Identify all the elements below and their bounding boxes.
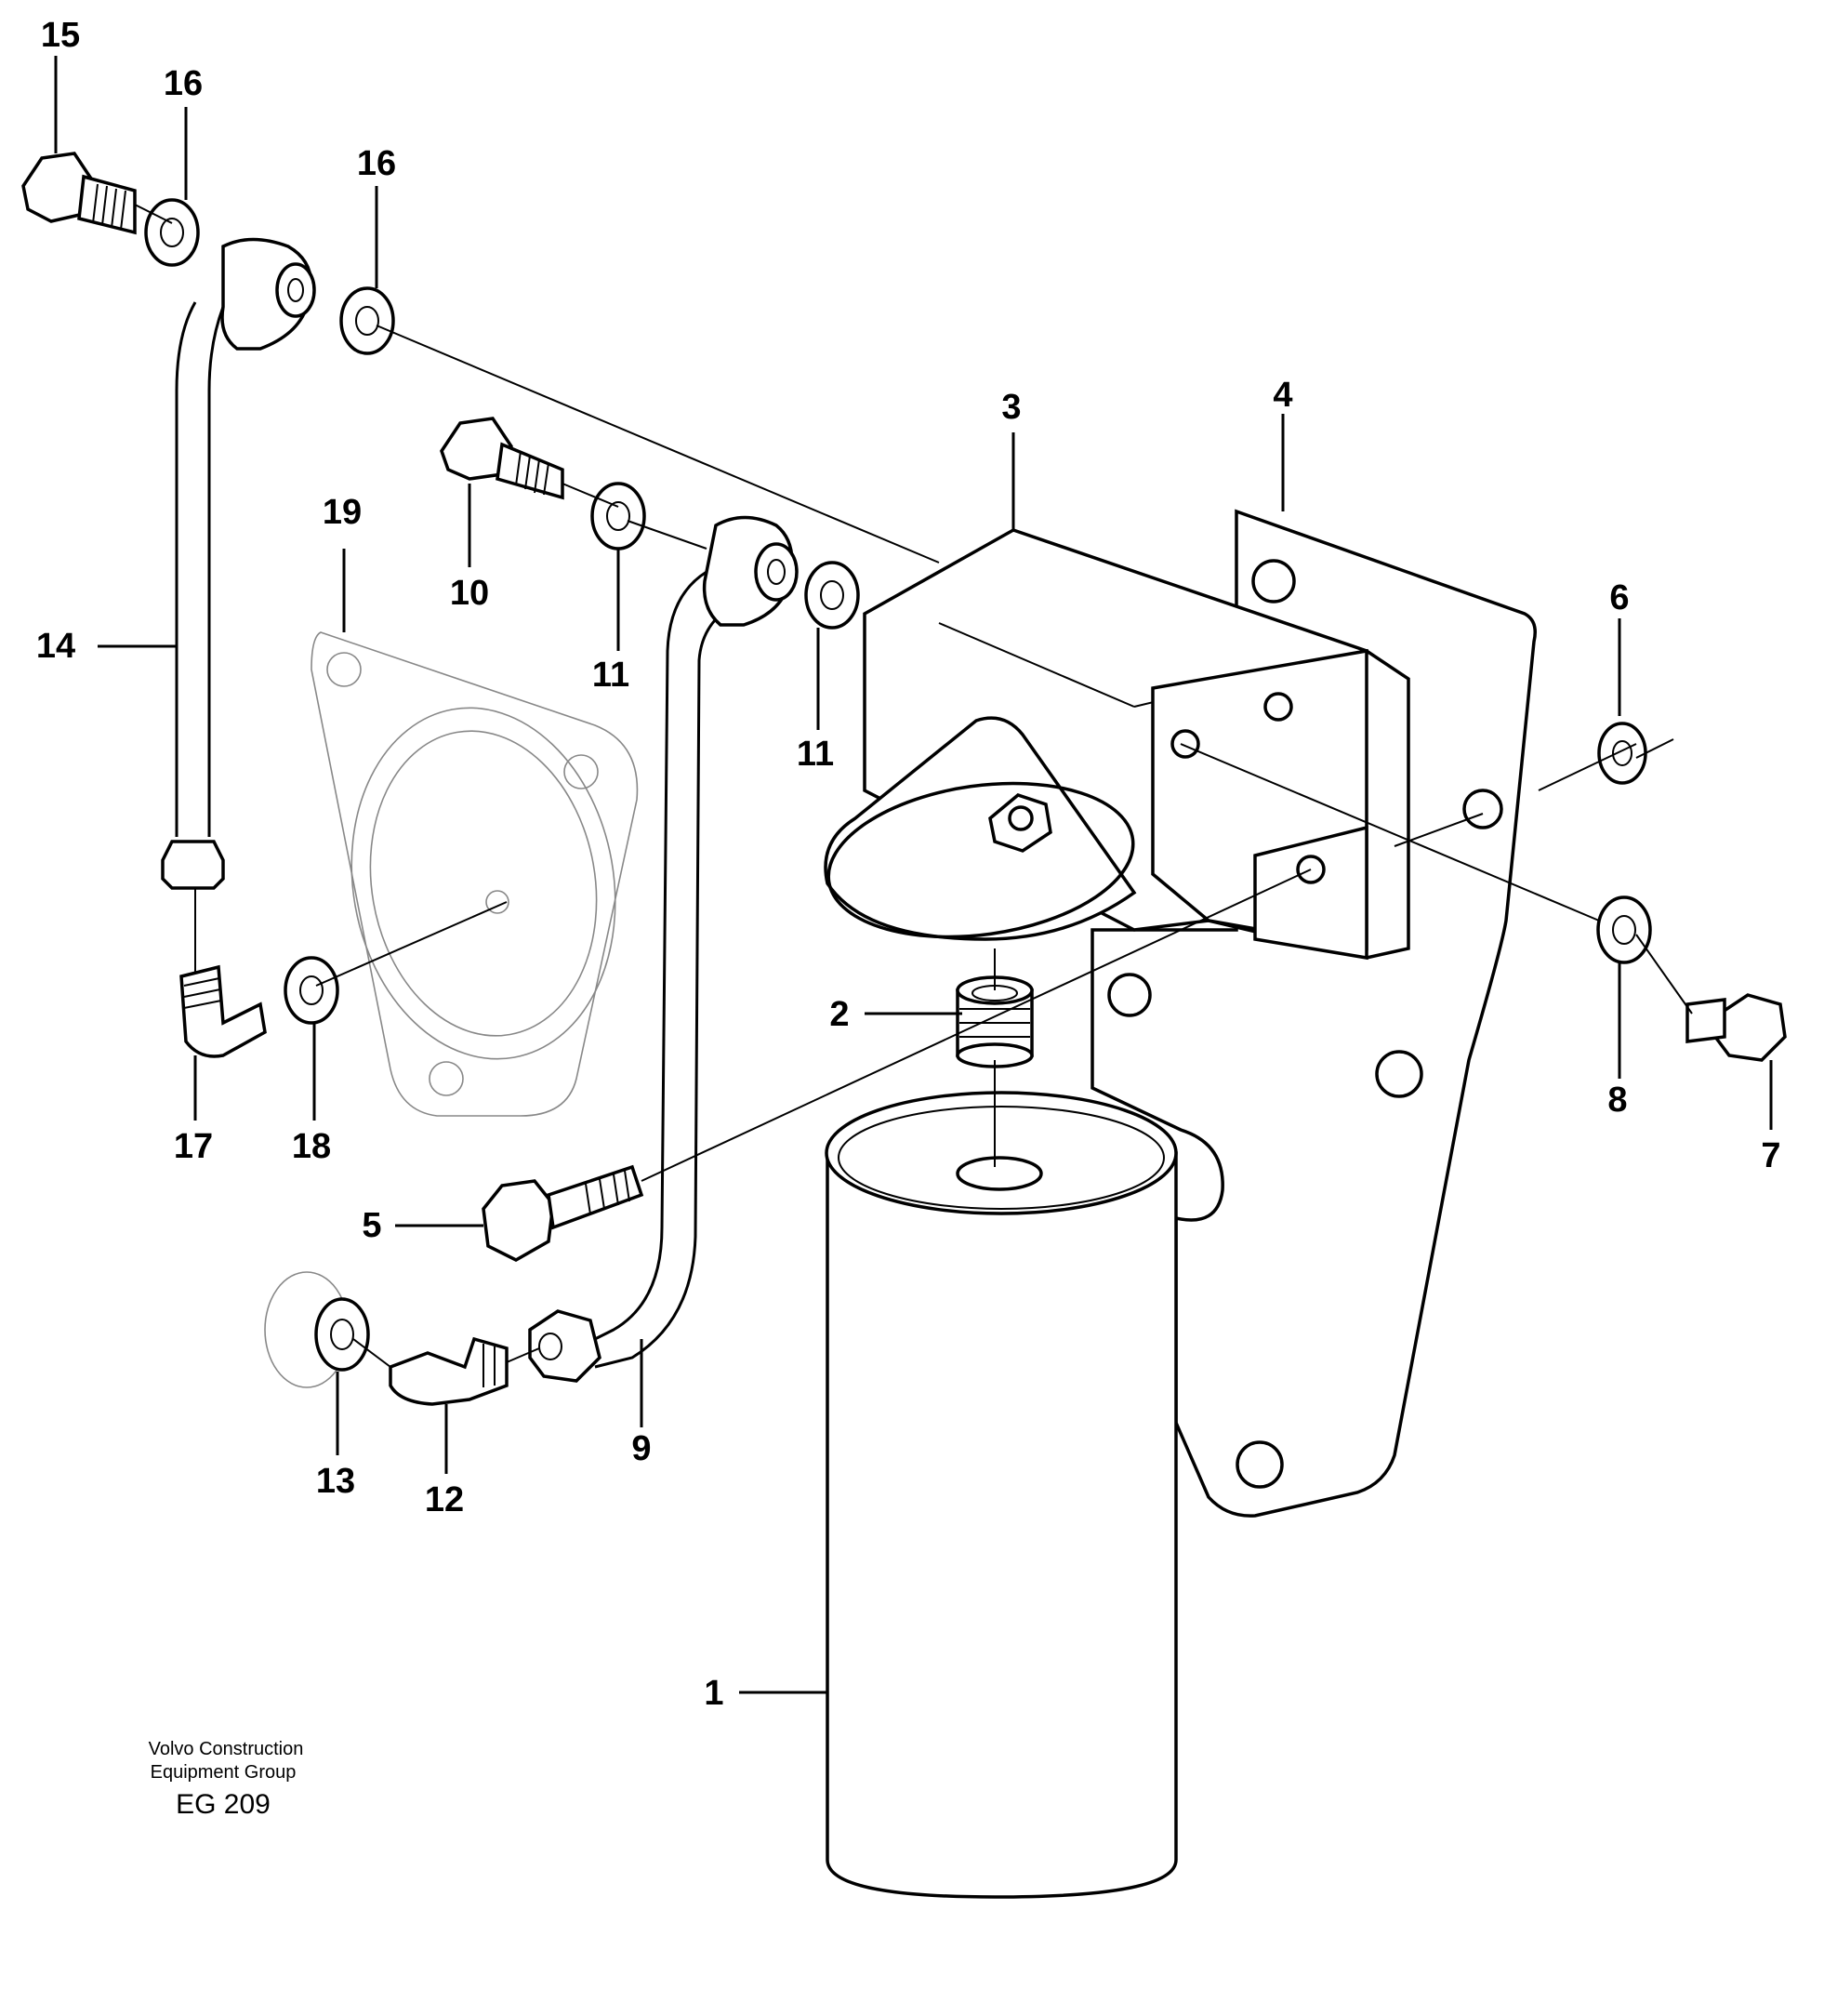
publisher-footer: Volvo Construction Equipment Group EG 20… [149, 1739, 304, 1820]
callout-7: 7 [1761, 1136, 1780, 1175]
washer-16-a [144, 198, 200, 267]
part-4-bracket [1090, 509, 1537, 1518]
washer-16-b [339, 286, 395, 355]
callout-16-a: 16 [164, 64, 203, 103]
washers [144, 198, 1652, 1388]
callout-2: 2 [829, 995, 849, 1034]
part-5-bolt [482, 1164, 644, 1262]
washer-13 [264, 1271, 370, 1388]
washer-8 [1596, 895, 1652, 964]
callout-17: 17 [174, 1127, 213, 1166]
callout-14: 14 [36, 627, 75, 666]
part-3-filter-head [824, 528, 1410, 961]
callout-1: 1 [704, 1674, 723, 1713]
callout-8: 8 [1607, 1081, 1627, 1120]
callout-11-a: 11 [592, 656, 629, 695]
part-17-elbow [179, 964, 267, 1058]
callout-15: 15 [41, 16, 80, 55]
callout-19: 19 [323, 493, 362, 532]
washer-18 [284, 956, 339, 1025]
callout-5: 5 [362, 1206, 381, 1245]
callout-12: 12 [425, 1480, 464, 1519]
footer-line-1: Volvo Construction [149, 1739, 304, 1759]
callout-9: 9 [631, 1429, 651, 1468]
callout-3: 3 [1001, 388, 1021, 427]
part-2-nipple [956, 975, 1034, 1068]
washer-11-a [590, 482, 646, 550]
part-1-filter-cartridge [825, 1091, 1178, 1899]
part-15-bolt [21, 152, 137, 235]
callout-16-b: 16 [357, 144, 396, 183]
callout-13: 13 [316, 1462, 355, 1501]
footer-code: EG 209 [176, 1789, 271, 1820]
callout-6: 6 [1609, 578, 1629, 617]
washer-11-b [804, 561, 860, 630]
part-12-elbow [389, 1336, 509, 1406]
callout-labels: 1 2 3 4 5 6 7 8 9 10 11 11 12 13 14 15 1… [36, 16, 1781, 1713]
part-6-nut [1597, 722, 1647, 785]
part-7-plug [1685, 993, 1787, 1062]
part-10-bolt [440, 417, 564, 500]
leader-lines [54, 56, 1773, 1694]
callout-11-b: 11 [797, 735, 834, 774]
part-9-pipe [528, 515, 799, 1383]
part-19-gasket [311, 631, 639, 1117]
part-14-pipe [161, 237, 316, 890]
footer-line-2: Equipment Group [151, 1762, 297, 1783]
assembly-lines [134, 204, 1693, 1368]
callout-18: 18 [292, 1127, 331, 1166]
callout-10: 10 [450, 574, 489, 613]
callout-4: 4 [1273, 376, 1292, 415]
